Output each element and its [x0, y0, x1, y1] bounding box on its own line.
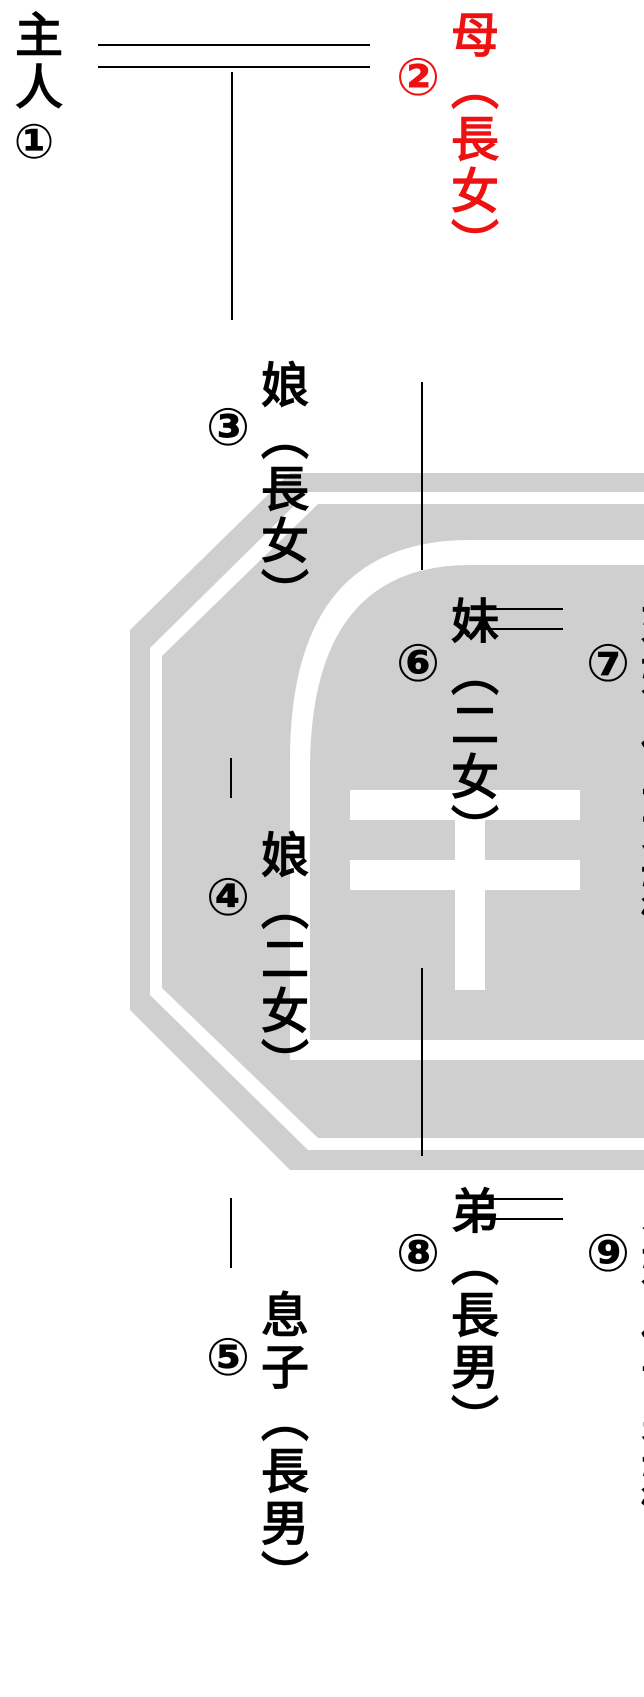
- daughter1-daughter2-line: [230, 758, 232, 798]
- member-brother-number: ⑧: [388, 1224, 448, 1288]
- member-brother: 弟（長男）⑧: [388, 1186, 498, 1446]
- marriage-line-top: [98, 44, 370, 46]
- member-daughter1-number: ③: [198, 398, 258, 462]
- sister-brother-line: [421, 968, 423, 1156]
- brother-marriage-line-top: [475, 1198, 563, 1200]
- marriage-line-bottom: [98, 66, 370, 68]
- children-line: [231, 72, 233, 320]
- member-daughter1: 娘（長女）③: [198, 360, 308, 620]
- member-mother: 母（長女）②: [388, 10, 498, 270]
- daughter2-son-line: [230, 1198, 232, 1268]
- member-brotherinlaw-number: ⑦: [578, 634, 638, 698]
- member-mother-label: 母（長女）: [442, 10, 498, 270]
- sister-marriage-line-bottom: [475, 628, 563, 630]
- member-brother-label: 弟（長男）: [442, 1186, 498, 1446]
- member-head-label: 主人: [6, 10, 62, 114]
- member-sisterinlaw-label: 弟嫁（長男嫁）: [632, 1186, 644, 1550]
- member-head: 主人①: [6, 10, 62, 174]
- member-sisterinlaw: 弟嫁（長男嫁）⑨: [578, 1186, 644, 1550]
- member-sisterinlaw-number: ⑨: [578, 1224, 638, 1288]
- member-daughter1-label: 娘（長女）: [252, 360, 308, 620]
- member-brotherinlaw-label: 妹婿（二女婿）: [632, 596, 644, 960]
- mother-sister-line: [421, 382, 423, 570]
- member-mother-number: ②: [388, 48, 448, 112]
- member-sister-number: ⑥: [388, 634, 448, 698]
- member-sister-label: 妹（二女）: [442, 596, 498, 856]
- member-daughter2-number: ④: [198, 868, 258, 932]
- member-brotherinlaw: 妹婿（二女婿）⑦: [578, 596, 644, 960]
- member-head-number: ①: [6, 114, 62, 174]
- sister-marriage-line-top: [475, 608, 563, 610]
- member-son: 息子（長男）⑤: [198, 1290, 308, 1602]
- member-sister: 妹（二女）⑥: [388, 596, 498, 856]
- member-daughter2-label: 娘（二女）: [252, 830, 308, 1090]
- member-daughter2: 娘（二女）④: [198, 830, 308, 1090]
- member-son-label: 息子（長男）: [252, 1290, 308, 1602]
- brother-marriage-line-bottom: [475, 1218, 563, 1220]
- member-son-number: ⑤: [198, 1328, 258, 1392]
